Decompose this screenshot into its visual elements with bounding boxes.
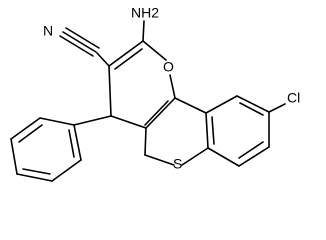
bond-o-c10b [169, 74, 176, 99]
atom-label-amino: NH2 [131, 5, 159, 21]
bond-c10a-c10b [174, 97, 207, 114]
bond-phenyl-inner-1 [18, 124, 43, 143]
bond-benzo-2-3 [236, 95, 270, 113]
atom-label-layer: N NH2 O S Cl [43, 5, 300, 172]
bond-c2-nh2 [142, 20, 145, 42]
atom-label-chlorine: Cl [287, 90, 300, 106]
bond-c4a-c5 [144, 127, 147, 156]
bond-phenyl-inner-2 [22, 168, 51, 175]
bond-nitrile-triple-1 [62, 31, 97, 53]
bond-phenyl-4-5 [16, 173, 53, 182]
bond-c4-c3 [108, 65, 112, 117]
bond-nitrile-triple-3 [59, 35, 94, 57]
bond-nitrile-triple-2 [65, 27, 100, 49]
bond-c5a-c10a [205, 112, 209, 149]
bond-c10b-c4a-double-inner [144, 100, 169, 126]
bond-c3-cn [96, 52, 110, 67]
bond-phenyl-2-3 [10, 117, 41, 140]
bond-phenyl-6-1 [73, 124, 82, 161]
bond-phenyl-3-4 [10, 138, 18, 175]
bond-c4a-c4 [110, 115, 147, 129]
atom-label-ring-sulfur: S [173, 156, 182, 172]
bond-benzo-4-5 [238, 146, 270, 167]
bond-benzo-inner-1 [239, 102, 264, 116]
bond-c10b-c4a-double [145, 97, 176, 129]
bond-benzo-5-6 [207, 147, 240, 167]
bond-c2-o [142, 40, 167, 61]
bond-c8-cl [268, 103, 286, 113]
bond-benzo-inner-2 [238, 141, 264, 159]
bond-benzo-1-2 [205, 95, 238, 114]
atom-label-ring-oxygen: O [163, 59, 174, 75]
bond-phenyl-inner-3 [68, 129, 75, 158]
bond-c5-s [144, 154, 175, 166]
bond-c3-c2-double-inner [114, 48, 143, 70]
bond-phenyl-5-6 [51, 159, 82, 182]
bond-benzo-inner-3 [211, 116, 215, 145]
bond-c3-c2-double [108, 40, 144, 67]
bond-phenyl-1-2 [39, 117, 75, 126]
bond-layer [10, 20, 286, 182]
atom-label-nitrile-n: N [43, 23, 53, 39]
bond-c4-phenyl [73, 115, 112, 126]
molecule-structure-diagram: N NH2 O S Cl [10, 5, 300, 182]
bond-s-c5a [181, 147, 209, 166]
